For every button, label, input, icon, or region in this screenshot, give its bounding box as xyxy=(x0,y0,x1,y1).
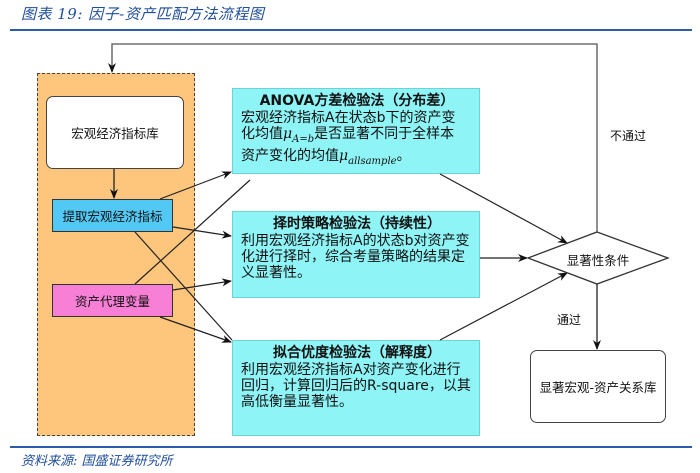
source-note: 资料来源: 国盛证券研究所 xyxy=(21,454,173,469)
pass-label: 通过 xyxy=(557,313,582,327)
fit-to-decision-arrow xyxy=(439,272,568,341)
mu-symbol: μA=b xyxy=(283,126,315,145)
top-divider xyxy=(10,29,692,31)
bottom-divider xyxy=(10,446,692,448)
timing-heading: 择时策略检验法（持续性） xyxy=(273,216,441,232)
macro-library-node: 宏观经济指标库 xyxy=(46,96,184,169)
anova-line2-post: 是否显著不同于全样本 xyxy=(314,126,455,142)
anova-heading: ANOVA方差检验法（分布差） xyxy=(259,93,455,109)
extract-indicator-node: 提取宏观经济指标 xyxy=(52,199,173,232)
anova-line1: 宏观经济指标A在状态b下的资产变 xyxy=(241,110,456,126)
result-library-node: 显著宏观-资产关系库 xyxy=(530,350,666,423)
extract-to-anova-arrow xyxy=(159,171,232,200)
proxy-to-timing-arrow xyxy=(172,278,232,291)
fit-body: 利用宏观经济指标A对资产变化进行回归，计算回归后的R-square，以其高低衡量… xyxy=(241,362,471,410)
fit-heading: 拟合优度检验法（解释度） xyxy=(273,345,441,361)
anova-line3-pre: 资产变化的均值 xyxy=(241,147,339,164)
anova-line2-pre: 化均值 xyxy=(241,126,283,142)
proxy-to-fit-arrow xyxy=(159,316,232,343)
extract-to-fit-arrow xyxy=(134,231,233,341)
figure-title: 图表 19: 因子-资产匹配方法流程图 xyxy=(21,5,265,23)
mu-symbol: μallsample xyxy=(339,147,397,167)
proxy-to-anova-arrow xyxy=(134,179,251,285)
fail-loop-connector xyxy=(108,43,598,247)
anova-to-decision-arrow xyxy=(439,173,568,244)
anova-method-node: ANOVA方差检验法（分布差） 宏观经济指标A在状态b下的资产变 化均值μA=b… xyxy=(232,88,480,174)
decision-label: 显著性条件 xyxy=(566,253,630,268)
extract-to-timing-arrow xyxy=(172,226,232,239)
timing-body: 利用宏观经济指标A的状态b对资产变化进行择时，综合考量策略的结果定义显著性。 xyxy=(241,233,470,281)
timing-method-node: 择时策略检验法（持续性） 利用宏观经济指标A的状态b对资产变化进行择时，综合考量… xyxy=(232,211,480,298)
fit-method-node: 拟合优度检验法（解释度） 利用宏观经济指标A对资产变化进行回归，计算回归后的R-… xyxy=(232,340,480,436)
asset-proxy-node: 资产代理变量 xyxy=(52,284,173,317)
fail-label: 不通过 xyxy=(610,129,647,143)
